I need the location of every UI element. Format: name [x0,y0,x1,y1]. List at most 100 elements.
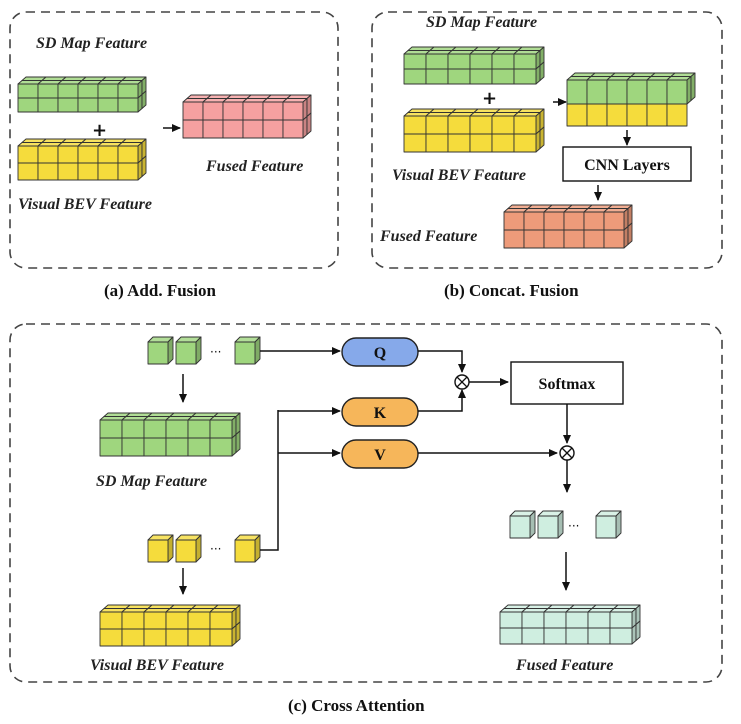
token-cube-front [595,515,617,539]
grid-front-cell [121,437,145,457]
grid-front-cell [242,101,264,121]
grid-side-cell [635,620,641,641]
grid-front-cell [425,133,449,153]
grid-front-cell [606,103,628,127]
grid-side-cell [627,222,633,245]
token-cube-front [509,515,531,539]
panel-c-visual-bev-grid [99,604,241,647]
grid-front-cell [57,145,79,164]
grid-front-cell [37,97,59,113]
grid-side-cell [231,434,237,457]
grid-front-cell [491,133,515,153]
grid-front-cell [143,419,167,439]
v-box [341,439,419,469]
panel-a-fused-grid [182,94,312,139]
grid-front-cell [187,611,211,630]
visual-bev-token-cubes [147,534,261,563]
q-label: Q [374,345,386,362]
grid-front-cell [499,611,523,629]
grid-side-cell [302,116,308,139]
grid-side-cell [137,159,143,181]
token-cube-side [167,534,174,563]
fused-token-ellipsis: ··· [568,519,579,533]
panel-c-frame [9,323,723,683]
grid-side-cell [539,61,545,81]
grid-front-cell [521,611,545,629]
token-cube-side [254,336,261,365]
q-to-multiply-arrow [418,350,466,373]
grid-front-cell [99,611,123,630]
grid-front-cell [121,628,145,647]
token-cube-side [195,336,202,365]
panel-c-sd-map-label: SD Map Feature [96,473,207,490]
grid-front-cell [97,145,119,164]
sd-token-ellipsis: ··· [210,345,221,359]
grid-front-cell [77,83,99,99]
grid-front-cell [447,115,471,135]
grid-front-cell [469,68,493,85]
k-box [341,397,419,427]
grid-front-cell [513,133,537,153]
fused-token-cubes [509,510,622,539]
grid-front-cell [282,119,304,139]
grid-front-cell [666,79,688,105]
panel-c-fused-label: Fused Feature [515,657,613,674]
bev-token-ellipsis: ··· [210,542,221,556]
token-cube-side [254,534,261,563]
grid-front-cell [586,79,608,105]
token-cube-front [234,341,256,365]
grid-front-cell [626,79,648,105]
grid-front-cell [187,628,211,647]
grid-front-cell [626,103,648,127]
panel-a-visual-bev-grid [17,138,147,181]
grid-front-cell [143,628,167,647]
grid-side-cell [141,155,147,177]
grid-front-cell [646,79,668,105]
grid-front-cell [503,211,525,231]
grid-front-cell [143,611,167,630]
grid-front-cell [182,119,204,139]
k-label: K [374,405,387,422]
grid-front-cell [17,83,39,99]
grid-front-cell [447,68,471,85]
grid-front-cell [17,97,39,113]
token-cube-side [167,336,174,365]
grid-front-cell [609,627,633,645]
panel-a-fused-label: Fused Feature [205,158,303,175]
sd-map-token-cubes [147,336,261,365]
token-cube-side [615,510,622,539]
grid-front-cell [187,419,211,439]
grid-front-cell [209,437,233,457]
grid-front-cell [606,79,628,105]
grid-front-cell [117,97,139,113]
grid-front-cell [117,162,139,181]
grid-front-cell [513,68,537,85]
k-to-multiply-arrow [418,389,466,412]
grid-front-cell [491,68,515,85]
grid-front-cell [587,611,611,629]
grid-front-cell [222,119,244,139]
grid-side-cell [686,76,692,105]
grid-front-cell [187,437,211,457]
grid-front-cell [583,211,605,231]
panel-c-sd-map-grid [99,412,241,457]
panel-b-fused-grid [503,204,633,249]
token-cube-front [537,515,559,539]
grid-side-cell [623,226,629,249]
panel-a-visual-bev-label: Visual BEV Feature [18,196,152,213]
grid-front-cell [282,101,304,121]
grid-front-cell [121,419,145,439]
grid-front-cell [99,419,123,439]
panel-c-visual-bev-label: Visual BEV Feature [90,657,224,674]
panel-a-sd-map-label: SD Map Feature [36,35,147,52]
grid-front-cell [37,83,59,99]
panel-b-frame [371,11,723,269]
grid-front-cell [543,611,567,629]
panel-a-plus-icon: + [92,120,107,141]
grid-front-cell [209,611,233,630]
multiply-icon-v [559,445,575,461]
grid-front-cell [583,229,605,249]
token-cube-side [557,510,564,539]
grid-front-cell [523,229,545,249]
grid-front-cell [403,53,427,70]
